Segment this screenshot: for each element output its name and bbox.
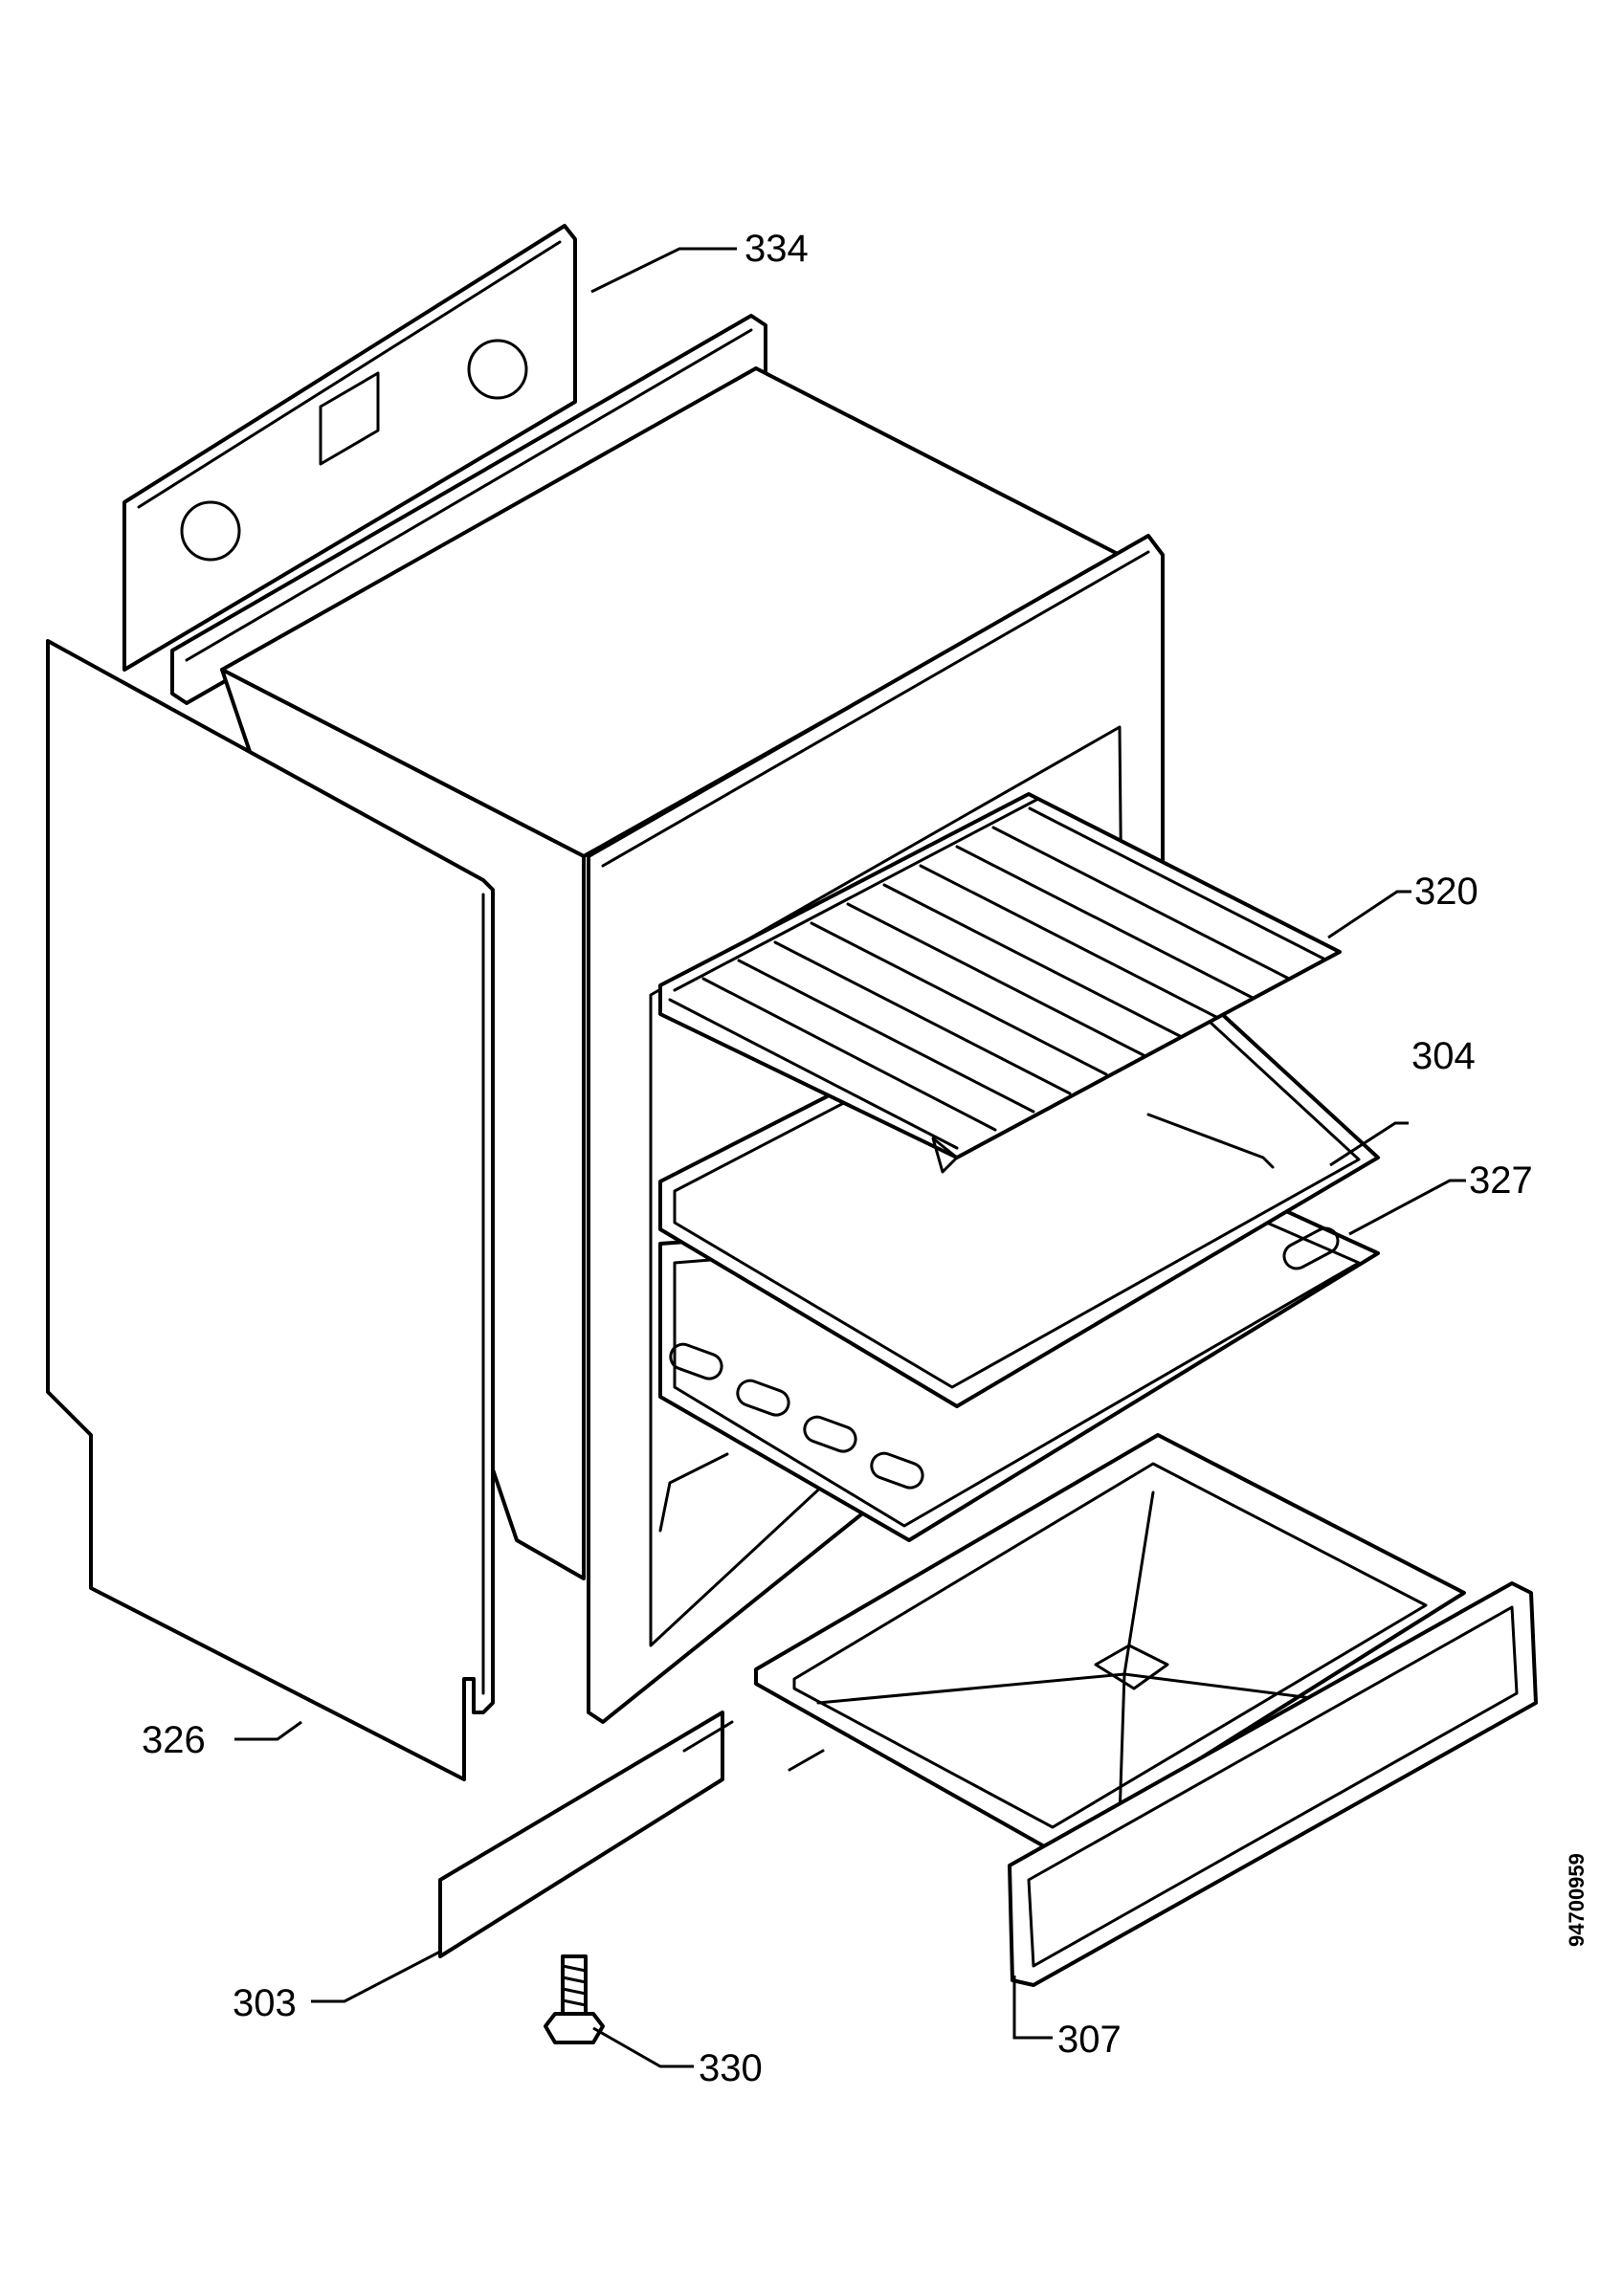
grill-pan-307 [754,1433,1538,1987]
callout-326: 326 [142,1719,206,1761]
callout-304: 304 [1411,1035,1476,1077]
callout-327: 327 [1469,1159,1533,1202]
callout-307: 307 [1057,2019,1122,2061]
callout-303: 303 [233,1982,297,2024]
screw-330 [544,1954,605,2044]
leader-lines [234,247,1466,2068]
callout-334: 334 [744,228,809,270]
drawing-number: 94700959 [1565,1853,1589,1947]
wire-shelf-320 [658,792,1342,1174]
side-panel-326 [46,639,495,1781]
kick-plate-303 [438,1711,825,1958]
callout-320: 320 [1414,871,1478,913]
callout-330: 330 [699,2047,763,2089]
back-panel-334 [122,224,577,672]
